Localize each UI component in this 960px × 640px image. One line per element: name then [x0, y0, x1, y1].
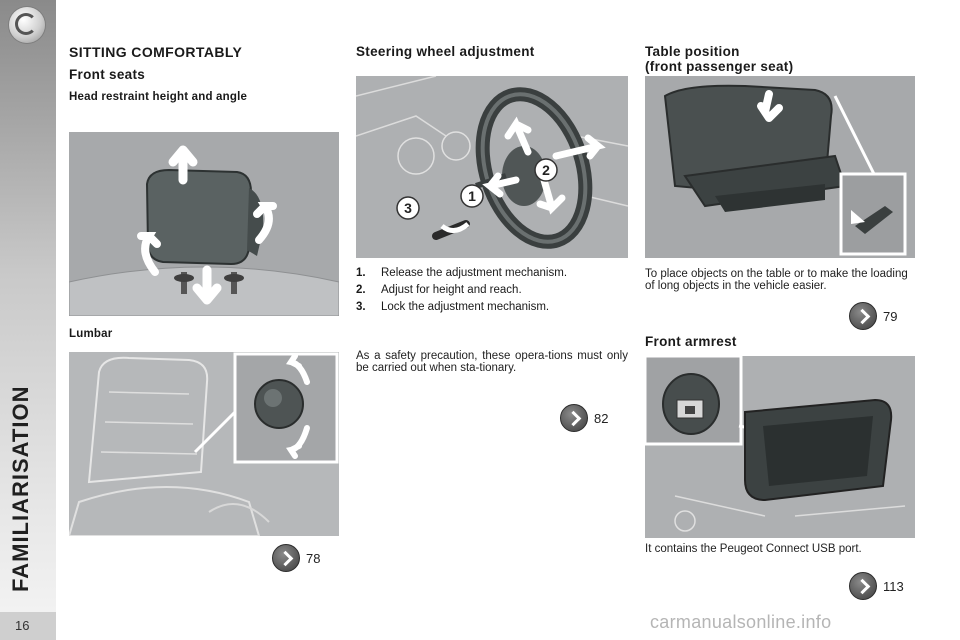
list-item: 3. Lock the adjustment mechanism.	[356, 299, 628, 316]
front-armrest-illustration	[645, 356, 915, 538]
adjustment-steps: 1. Release the adjustment mechanism. 2. Ad…	[356, 265, 628, 316]
sidebar: FAMILIARISATION	[0, 0, 56, 612]
lumbar-heading: Lumbar	[69, 328, 113, 340]
page-number-box: 16	[0, 612, 56, 640]
step-text: Lock the adjustment mechanism.	[381, 301, 550, 313]
steering-wheel-heading: Steering wheel adjustment	[356, 44, 535, 59]
watermark: carmanualsonline.info	[650, 612, 832, 632]
table-position-subheading: (front passenger seat)	[645, 59, 794, 74]
page-reference-79[interactable]: 79	[849, 301, 897, 331]
page-reference-82[interactable]: 82	[560, 403, 608, 433]
front-armrest-text: It contains the Peugeot Connect USB port…	[645, 543, 862, 555]
table-position-text: To place objects on the table or to make…	[645, 268, 908, 292]
step-label-3: 3	[404, 200, 412, 216]
front-armrest-heading: Front armrest	[645, 334, 737, 349]
head-restraint-heading: Head restraint height and angle	[69, 91, 248, 103]
page-reference-113[interactable]: 113	[849, 571, 904, 601]
list-item: 2. Adjust for height and reach.	[356, 282, 628, 299]
step-number: 3.	[356, 301, 366, 313]
arrow-right-icon	[272, 544, 300, 572]
safety-warning: As a safety precaution, these opera-tion…	[356, 350, 628, 374]
head-restraint-illustration	[69, 132, 339, 316]
page-reference-number: 82	[594, 410, 609, 426]
step-label-2: 2	[542, 162, 550, 178]
page-number: 16	[15, 618, 30, 633]
page-reference-number: 79	[883, 308, 898, 324]
section-title: FAMILIARISATION	[8, 385, 33, 592]
step-text: Adjust for height and reach.	[381, 284, 522, 296]
section-heading: SITTING COMFORTABLY	[69, 44, 243, 60]
table-position-illustration	[645, 76, 915, 258]
peugeot-logo-icon	[9, 7, 45, 43]
arrow-right-icon	[849, 572, 877, 600]
step-text: Release the adjustment mechanism.	[381, 267, 568, 279]
step-number: 2.	[356, 284, 366, 296]
page-reference-number: 78	[306, 550, 321, 566]
lumbar-illustration	[69, 352, 339, 536]
step-number: 1.	[356, 267, 366, 279]
list-item: 1. Release the adjustment mechanism.	[356, 265, 628, 282]
steering-wheel-illustration: 2 1 3	[356, 76, 628, 258]
table-position-heading: Table position	[645, 44, 740, 59]
arrow-right-icon	[849, 302, 877, 330]
step-label-1: 1	[468, 188, 476, 204]
arrow-right-icon	[560, 404, 588, 432]
front-seats-heading: Front seats	[69, 67, 146, 82]
page-reference-number: 113	[883, 578, 904, 594]
page-reference-78[interactable]: 78	[272, 543, 320, 573]
